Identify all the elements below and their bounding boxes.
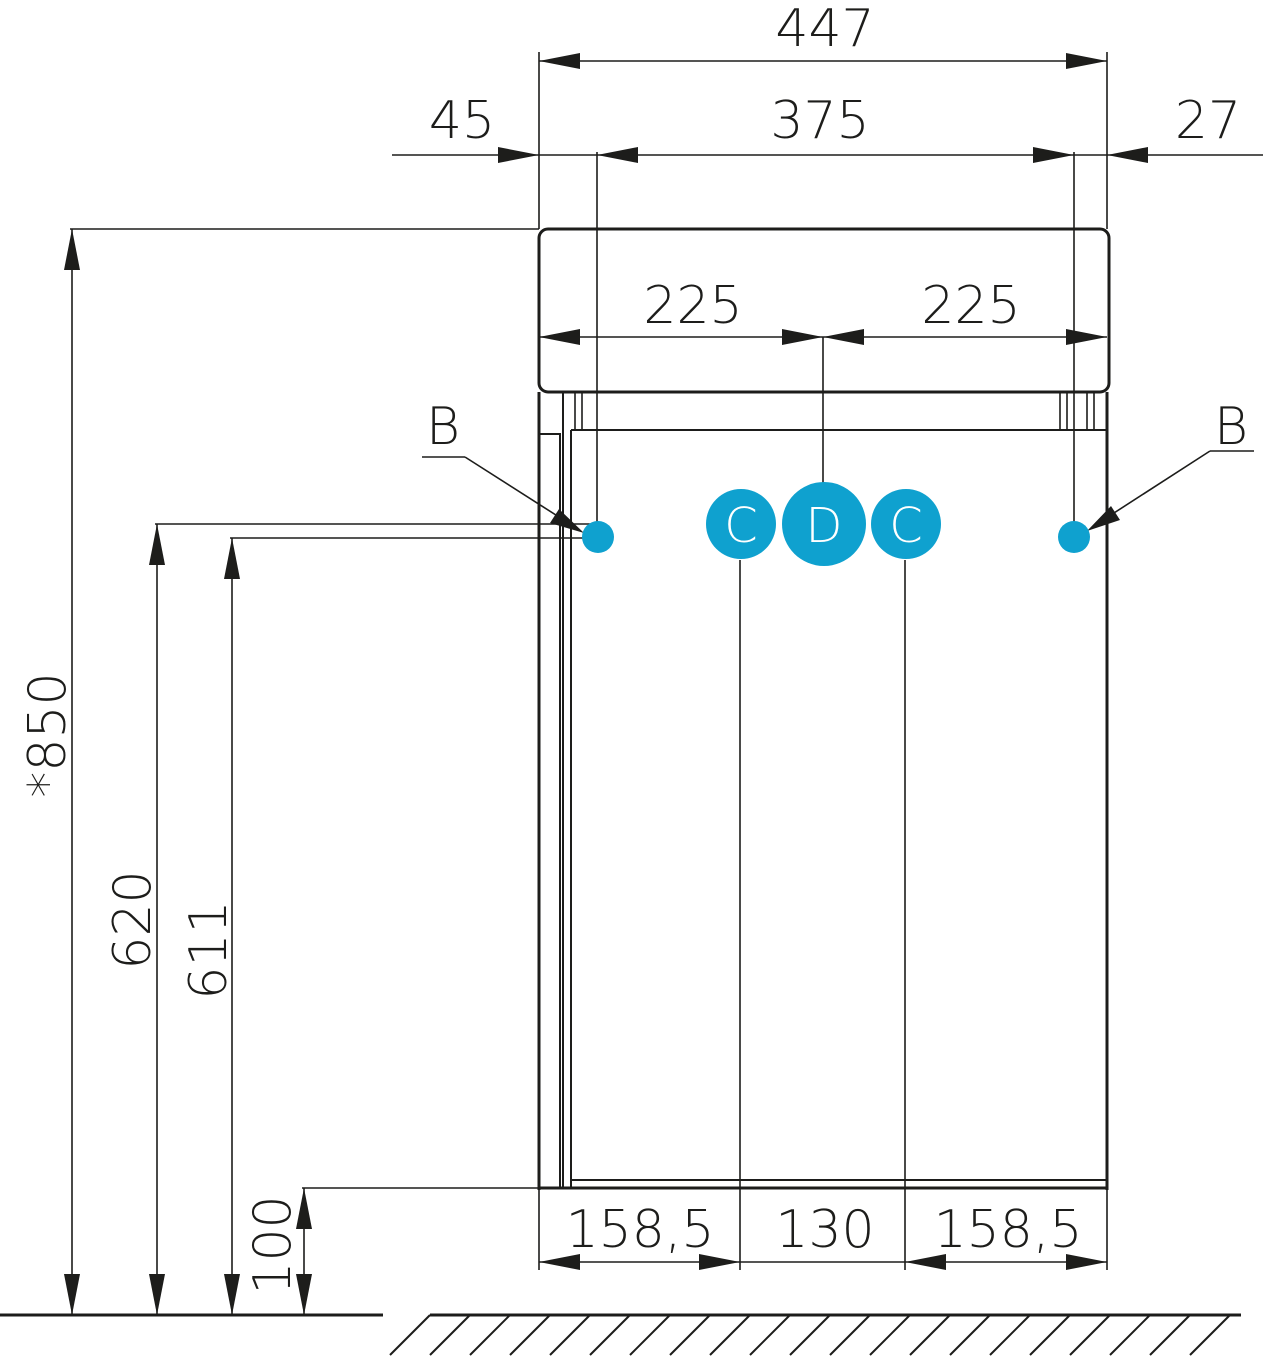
connector-c-left-label: C bbox=[724, 498, 758, 554]
dim-bottom-left-label: 158,5 bbox=[566, 1200, 715, 1260]
dim-height-611-label: 611 bbox=[179, 900, 239, 999]
marker-b-left: B bbox=[422, 397, 614, 553]
dim-plinth: 100 bbox=[243, 1187, 539, 1315]
cabinet-outline bbox=[537, 227, 1111, 1190]
dim-half-widths: 225 225 bbox=[539, 276, 1107, 490]
dim-half-left-label: 225 bbox=[643, 276, 742, 336]
dim-total-height-label: *850 bbox=[18, 672, 78, 797]
water-inlet-right bbox=[871, 489, 941, 559]
dim-height-611: 611 bbox=[179, 537, 597, 1315]
dim-inner-width-label: 375 bbox=[770, 91, 869, 151]
dim-total-height: *850 bbox=[18, 228, 539, 1315]
dim-bottom-right-label: 158,5 bbox=[934, 1200, 1083, 1260]
dim-bottom-center-label: 130 bbox=[775, 1200, 874, 1260]
hanging-point-left bbox=[582, 521, 614, 553]
dim-total-width-label: 447 bbox=[775, 0, 874, 59]
connector-d-center-label: D bbox=[806, 498, 843, 554]
drain-outlet bbox=[782, 482, 866, 566]
connector-c-left: C bbox=[706, 489, 776, 559]
dim-total-width: 447 bbox=[538, 0, 1108, 229]
connector-d-center: D bbox=[782, 482, 866, 566]
dim-left-offset-label: 45 bbox=[429, 91, 495, 151]
dim-inner-width: 45 375 27 bbox=[392, 91, 1263, 530]
marker-b-right: B bbox=[1058, 397, 1254, 553]
connector-c-right: C bbox=[871, 489, 941, 559]
water-inlet-left bbox=[706, 489, 776, 559]
dim-right-offset-label: 27 bbox=[1175, 91, 1241, 151]
dim-half-right-label: 225 bbox=[921, 276, 1020, 336]
hanging-point-right bbox=[1058, 521, 1090, 553]
floor-hatching bbox=[389, 1314, 1231, 1356]
floor-line bbox=[0, 1313, 1241, 1356]
marker-b-left-label: B bbox=[426, 397, 460, 457]
dim-plinth-label: 100 bbox=[243, 1195, 303, 1294]
dim-bottom: 158,5 130 158,5 bbox=[538, 560, 1108, 1270]
marker-b-right-label: B bbox=[1214, 397, 1248, 457]
dim-height-620-label: 620 bbox=[103, 870, 163, 969]
connector-c-right-label: C bbox=[889, 498, 923, 554]
dim-height-620: 620 bbox=[103, 523, 597, 1315]
